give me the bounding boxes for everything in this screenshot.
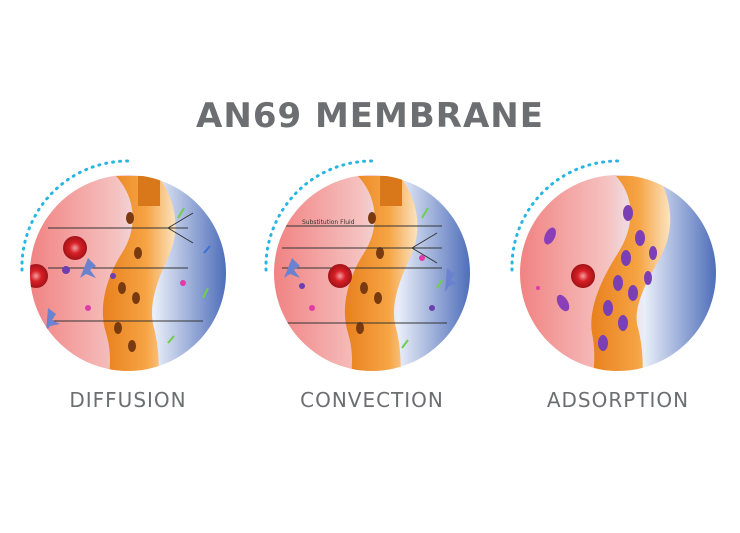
red-blood-cell [30, 264, 48, 288]
adsorption-illustration [510, 159, 716, 371]
red-blood-cell [328, 264, 352, 288]
inner-label: Substitution Fluid [302, 219, 355, 226]
red-blood-cell [571, 264, 595, 288]
dotted-arc [20, 159, 132, 272]
membrane [344, 176, 418, 371]
convection-illustration: Substitution Fluid [264, 159, 470, 371]
red-blood-cell [63, 236, 87, 260]
membrane [102, 176, 176, 371]
dotted-arc [510, 159, 622, 272]
dotted-arc [264, 159, 376, 272]
page-title: AN69 MEMBRANE [196, 96, 544, 136]
convection-caption: CONVECTION [300, 388, 444, 412]
diffusion-panel: DIFFUSION [18, 158, 238, 418]
convection-panel: Substitution Fluid CONVECTION [262, 158, 482, 418]
membrane [591, 176, 671, 371]
diffusion-caption: DIFFUSION [69, 388, 187, 412]
adsorption-panel: ADSORPTION [508, 158, 728, 418]
adsorption-caption: ADSORPTION [546, 388, 690, 412]
diffusion-illustration [20, 159, 226, 371]
